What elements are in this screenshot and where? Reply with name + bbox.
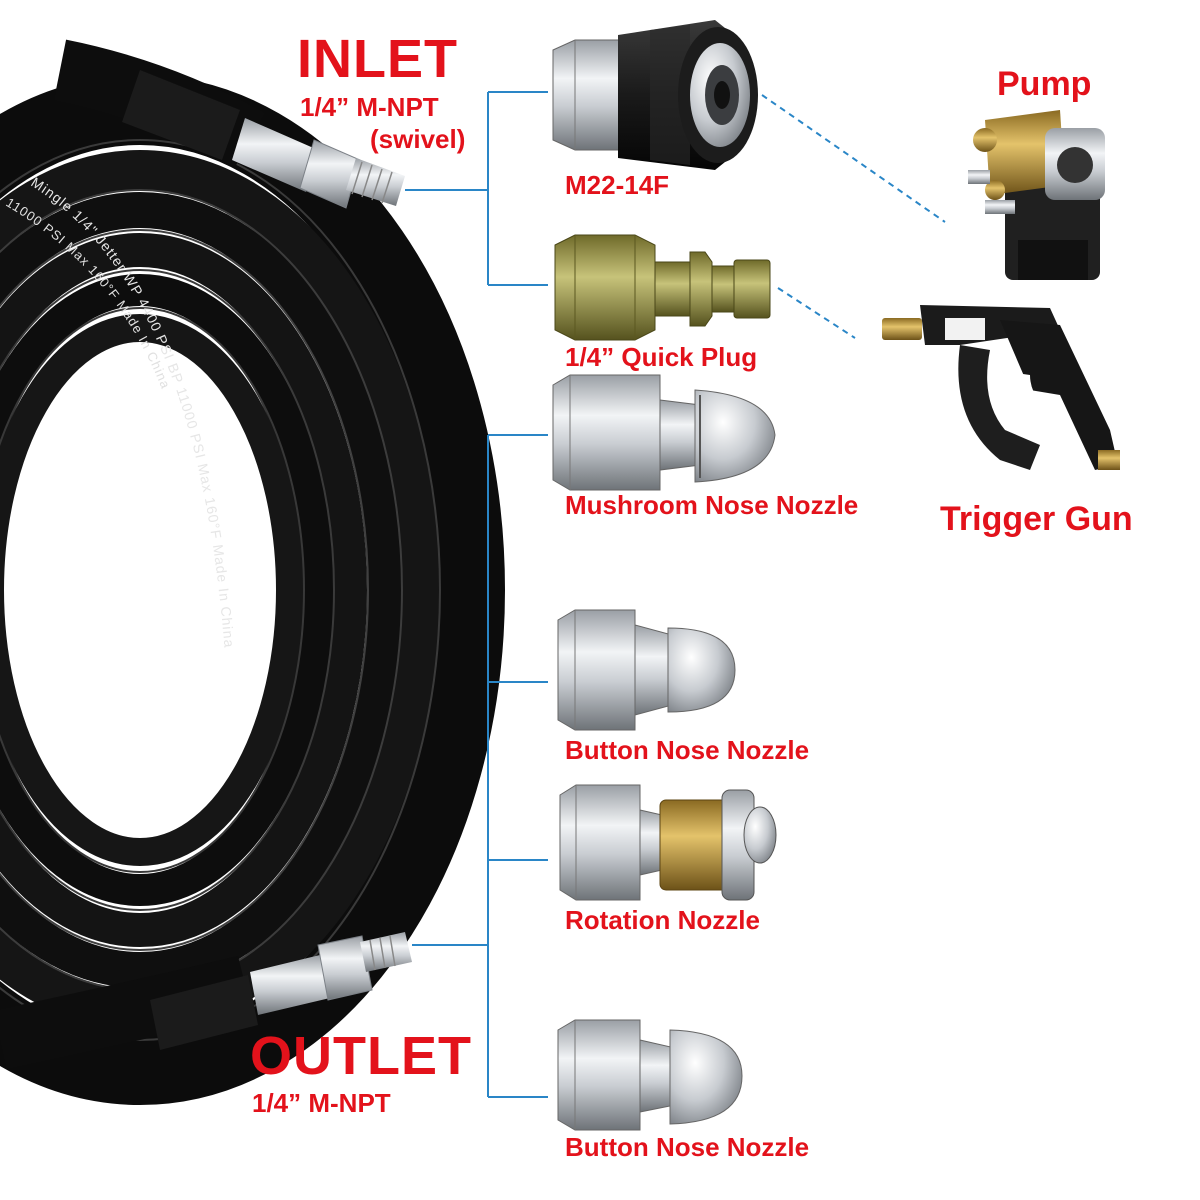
mushroom-nozzle-icon — [552, 374, 776, 491]
outlet-spec: 1/4” M-NPT — [252, 1088, 391, 1118]
trigger-gun-icon — [882, 305, 1120, 470]
quick-plug-icon — [554, 234, 771, 341]
part-label-quick-plug: 1/4” Quick Plug — [565, 342, 758, 372]
button-nozzle-icon — [557, 609, 736, 731]
inlet-fitting-icon — [53, 39, 405, 209]
button-nozzle-icon — [557, 1019, 743, 1131]
part-label-mushroom-nozzle: Mushroom Nose Nozzle — [565, 490, 859, 520]
inlet-spec: 1/4” M-NPT — [300, 92, 439, 122]
part-label-button-nozzle-2: Button Nose Nozzle — [565, 1132, 810, 1162]
pump-label: Pump — [997, 65, 1092, 103]
pump-icon — [968, 110, 1105, 280]
inlet-title: INLET — [297, 29, 458, 89]
connector-lines — [405, 91, 946, 1098]
inlet-note: (swivel) — [370, 124, 466, 154]
outlet-fitting-icon — [0, 932, 412, 1070]
m22-coupler-icon — [552, 20, 758, 170]
trigger-gun-label: Trigger Gun — [940, 500, 1133, 538]
part-label-m22: M22-14F — [565, 170, 670, 200]
part-label-button-nozzle-1: Button Nose Nozzle — [565, 735, 810, 765]
rotation-nozzle-icon — [559, 784, 777, 901]
outlet-title: OUTLET — [250, 1026, 472, 1086]
part-label-rotation-nozzle: Rotation Nozzle — [565, 905, 760, 935]
